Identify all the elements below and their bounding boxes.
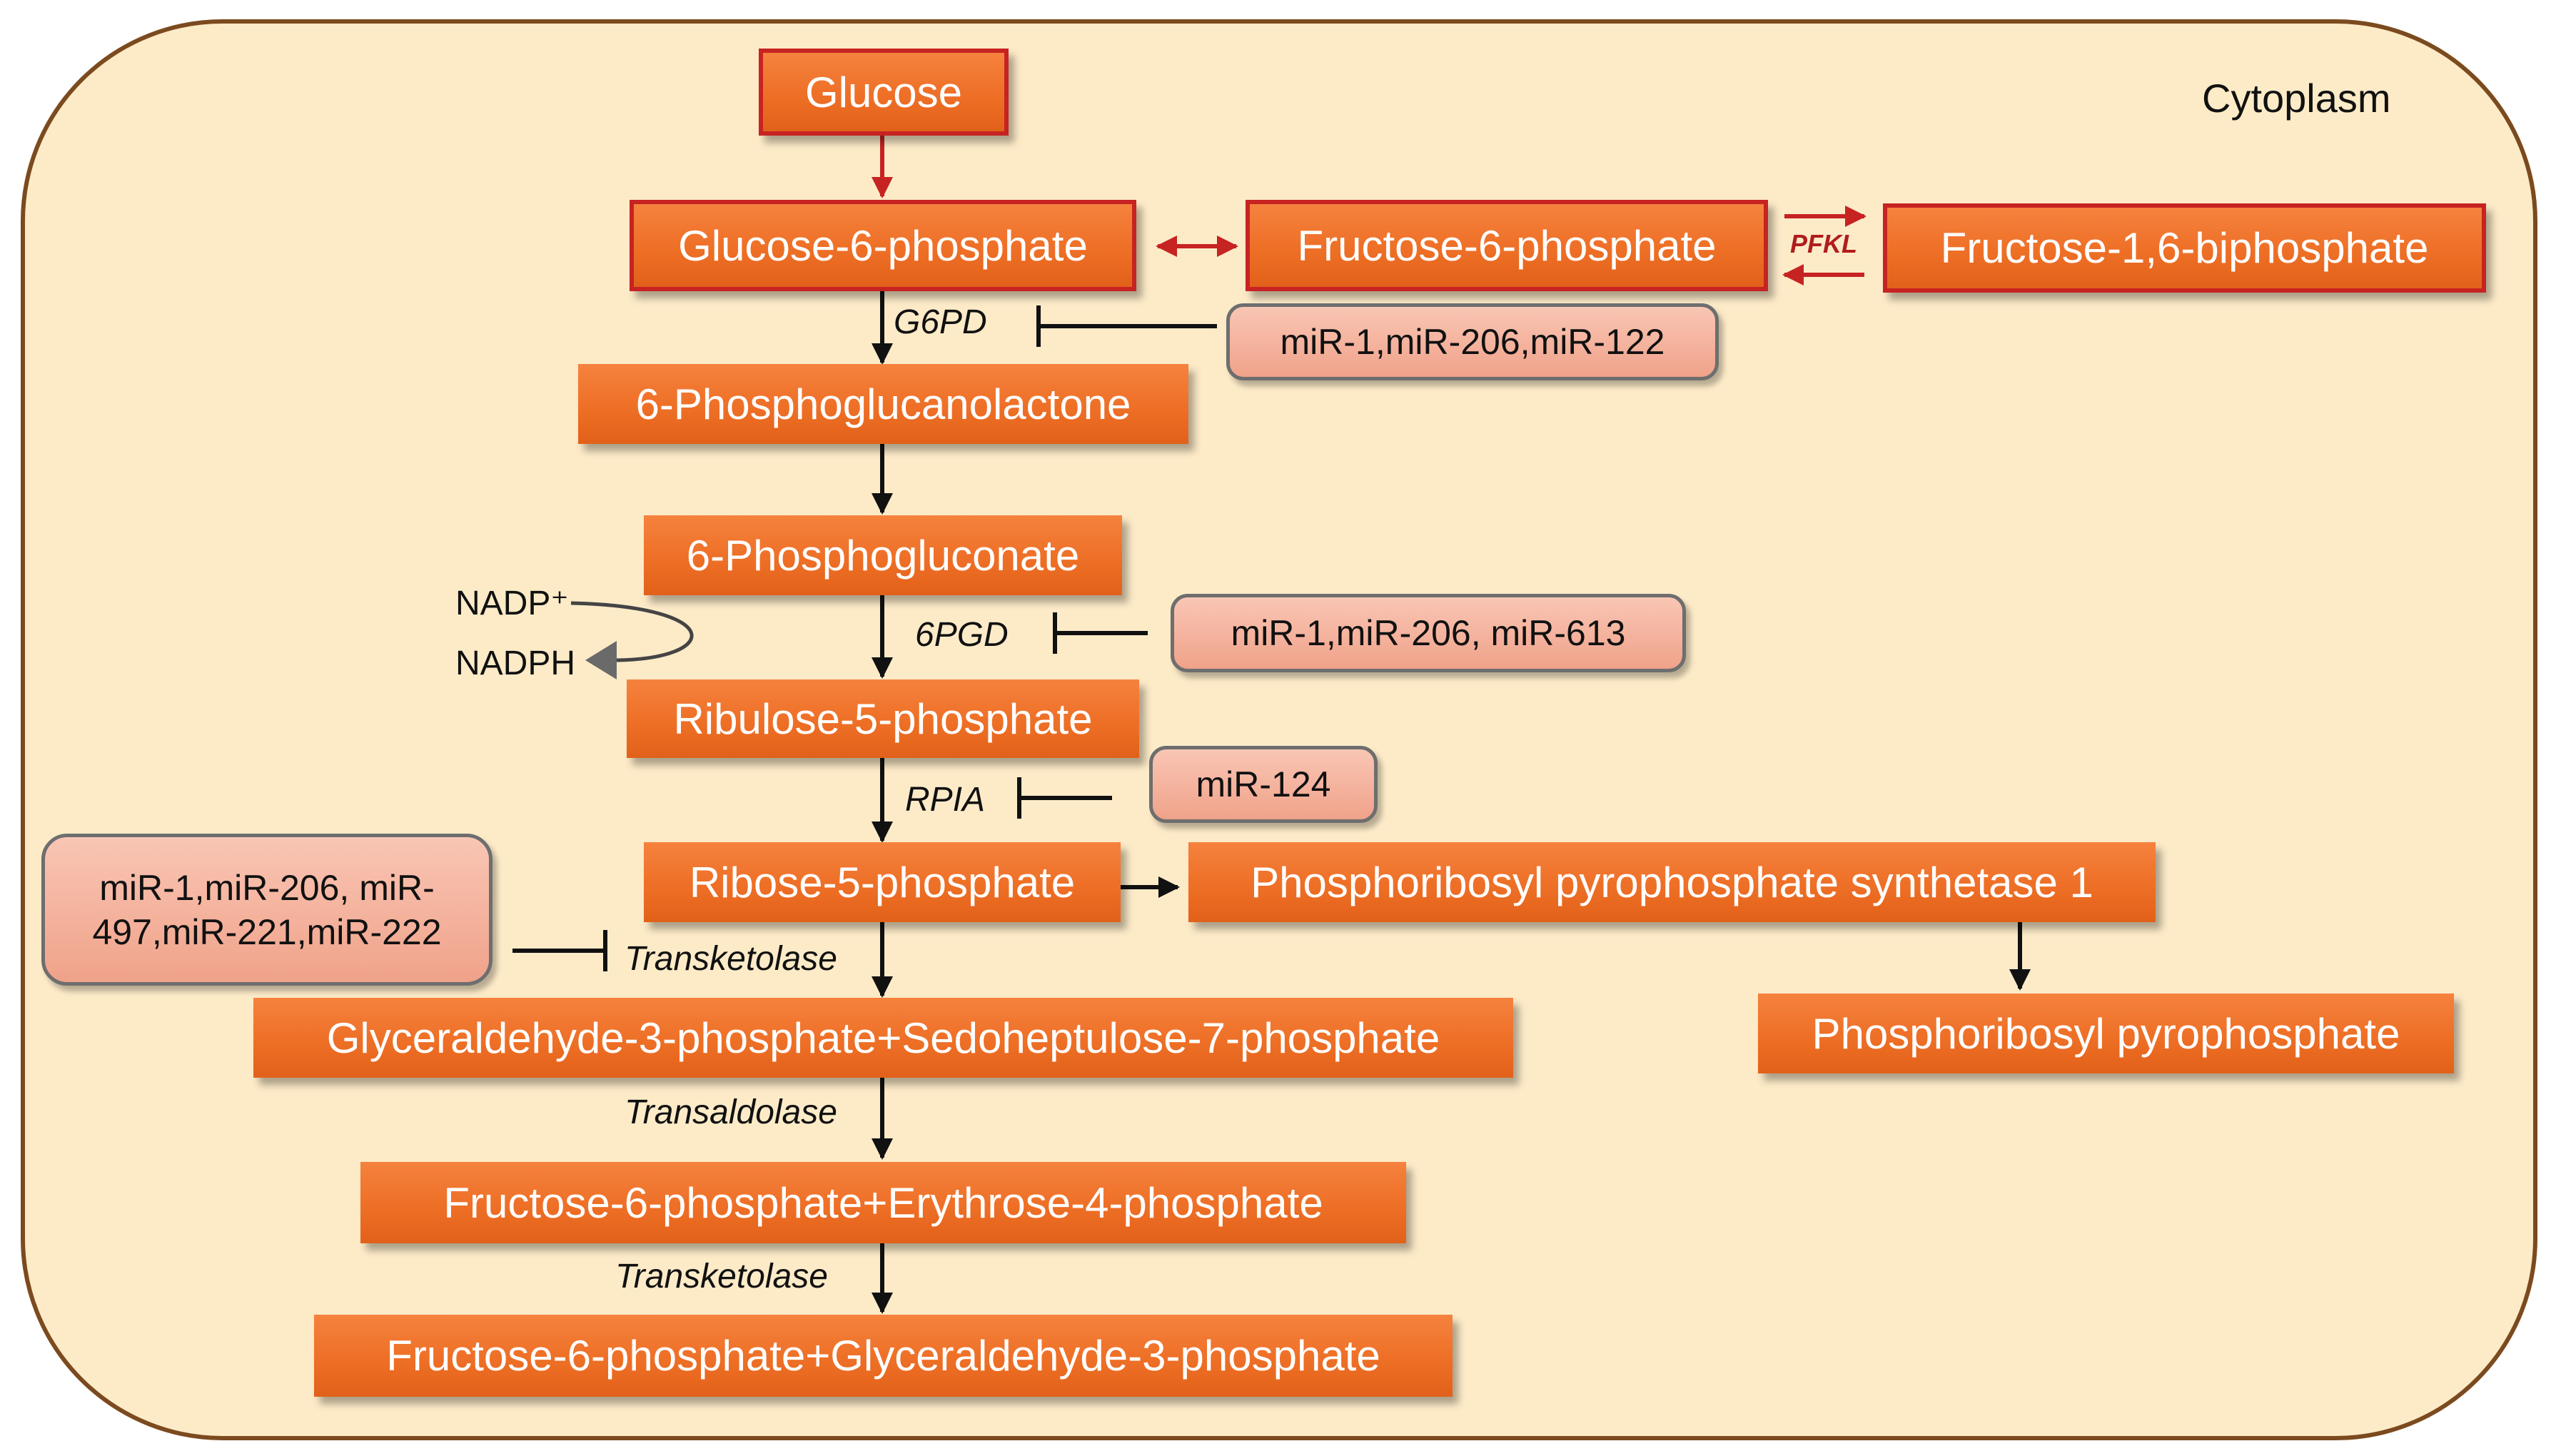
node-6-phosphoglucanolactone: 6-Phosphoglucanolactone xyxy=(578,364,1188,444)
node-phosphoribosyl-pyrophosphate: Phosphoribosyl pyrophosphate xyxy=(1758,994,2454,1073)
inhibition-rpia xyxy=(1017,777,1112,819)
enzyme-label-rpia: RPIA xyxy=(905,781,986,819)
mirna-box-rpia: miR-124 xyxy=(1149,746,1378,823)
cofactor-label-nadp: NADP⁺ xyxy=(455,585,569,622)
enzyme-label-transketolase-2: Transketolase xyxy=(615,1258,828,1295)
node-fructose-1-6-biphosphate: Fructose-1,6-biphosphate xyxy=(1883,203,2486,293)
inhibition-transketolase xyxy=(512,930,607,971)
enzyme-label-transketolase-1: Transketolase xyxy=(625,940,837,978)
cofactor-curve-arrow xyxy=(570,601,694,662)
region-label-cytoplasm: Cytoplasm xyxy=(2202,76,2391,121)
node-glucose-6-phosphate: Glucose-6-phosphate xyxy=(630,200,1136,291)
node-fructose-6-phosphate: Fructose-6-phosphate xyxy=(1246,200,1768,291)
enzyme-label-transaldolase: Transaldolase xyxy=(625,1093,837,1131)
node-glucose: Glucose xyxy=(759,49,1009,136)
node-ribulose-5-phosphate: Ribulose-5-phosphate xyxy=(627,679,1139,758)
node-g3p-plus-s7p: Glyceraldehyde-3-phosphate+Sedoheptulose… xyxy=(253,998,1513,1078)
node-f6p-plus-e4p: Fructose-6-phosphate+Erythrose-4-phospha… xyxy=(360,1162,1406,1243)
cofactor-arrowhead xyxy=(585,641,617,679)
inhibition-g6pd xyxy=(1036,305,1217,347)
mirna-box-g6pd: miR-1,miR-206,miR-122 xyxy=(1226,303,1719,380)
node-f6p-plus-g3p: Fructose-6-phosphate+Glyceraldehyde-3-ph… xyxy=(314,1315,1453,1397)
node-6-phosphogluconate: 6-Phosphogluconate xyxy=(644,515,1122,595)
node-ribose-5-phosphate: Ribose-5-phosphate xyxy=(644,842,1121,922)
cofactor-label-nadph: NADPH xyxy=(455,644,576,682)
enzyme-label-g6pd: G6PD xyxy=(894,303,987,341)
enzyme-label-6pgd: 6PGD xyxy=(915,616,1009,654)
mirna-box-6pgd: miR-1,miR-206, miR-613 xyxy=(1171,594,1686,672)
enzyme-label-pfkl: PFKL xyxy=(1790,229,1857,258)
node-phosphoribosyl-pyrophosphate-synthetase-1: Phosphoribosyl pyrophosphate synthetase … xyxy=(1188,842,2156,922)
mirna-box-transketolase: miR-1,miR-206, miR-497,miR-221,miR-222 xyxy=(41,834,492,986)
inhibition-6pgd xyxy=(1053,612,1148,654)
